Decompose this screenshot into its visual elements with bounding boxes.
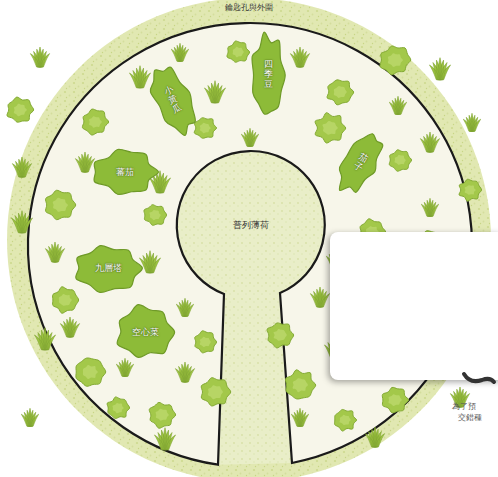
- round-plant: [107, 397, 129, 419]
- spiky-plant: [21, 408, 38, 426]
- note-text: 為了預: [452, 401, 476, 412]
- spiky-plant: [310, 287, 329, 307]
- round-plant: [227, 41, 250, 62]
- round-plant: [53, 287, 79, 314]
- spiky-plant: [75, 152, 94, 172]
- spiky-plant: [129, 66, 150, 88]
- round-plant: [267, 323, 294, 348]
- round-plant: [382, 387, 408, 412]
- plant-name: 空心菜: [132, 326, 159, 339]
- keyhole-center: 普列薄荷: [181, 155, 321, 295]
- spiky-plant: [12, 157, 31, 177]
- round-plant: [201, 378, 231, 406]
- round-plant: [389, 150, 411, 171]
- round-plant: [144, 205, 167, 226]
- round-plant: [315, 113, 346, 143]
- overlay-icon: [460, 360, 498, 390]
- spiky-plant: [175, 362, 194, 382]
- spiky-plant: [34, 328, 55, 350]
- spiky-plant: [45, 242, 64, 262]
- note-text: 交錯種: [458, 412, 482, 423]
- plant-patch: 空心菜: [114, 304, 176, 360]
- spiky-plant: [365, 427, 384, 447]
- spiky-plant: [421, 198, 438, 216]
- garden-title: 鑰匙孔與外圍: [0, 2, 498, 13]
- plant-name: 普列薄荷: [233, 219, 269, 232]
- spiky-plant: [171, 43, 188, 61]
- round-plant: [82, 109, 108, 135]
- round-plant: [380, 46, 411, 75]
- plant-name: 四季豆: [264, 60, 273, 90]
- round-plant: [195, 331, 217, 353]
- overlay-panel: [330, 232, 498, 380]
- round-plant: [334, 409, 356, 431]
- spiky-plant: [463, 113, 480, 131]
- plant-patch: 九層塔: [72, 243, 144, 293]
- spiky-plant: [176, 298, 193, 316]
- round-plant: [194, 118, 216, 139]
- round-plant: [327, 80, 354, 105]
- plant-name: 蕃茄: [116, 166, 134, 179]
- round-plant: [46, 190, 76, 219]
- spiky-plant: [154, 428, 175, 450]
- spiky-plant: [429, 58, 450, 80]
- spiky-plant: [290, 47, 309, 67]
- spiky-plant: [241, 128, 258, 146]
- plant-name: 九層塔: [95, 262, 122, 275]
- plant-patch: 蕃茄: [90, 148, 160, 196]
- spiky-plant: [420, 132, 439, 152]
- spiky-plant: [30, 47, 49, 67]
- spiky-plant: [11, 211, 32, 233]
- spiky-plant: [116, 358, 133, 376]
- round-plant: [285, 370, 315, 399]
- spiky-plant: [204, 81, 225, 103]
- spiky-plant: [389, 96, 406, 114]
- spiky-plant: [291, 408, 308, 426]
- round-plant: [459, 179, 482, 201]
- spiky-plant: [60, 317, 79, 337]
- round-plant: [76, 358, 106, 386]
- round-plant: [149, 402, 175, 428]
- plant-patch: 四季豆: [250, 31, 286, 119]
- round-plant: [7, 97, 34, 122]
